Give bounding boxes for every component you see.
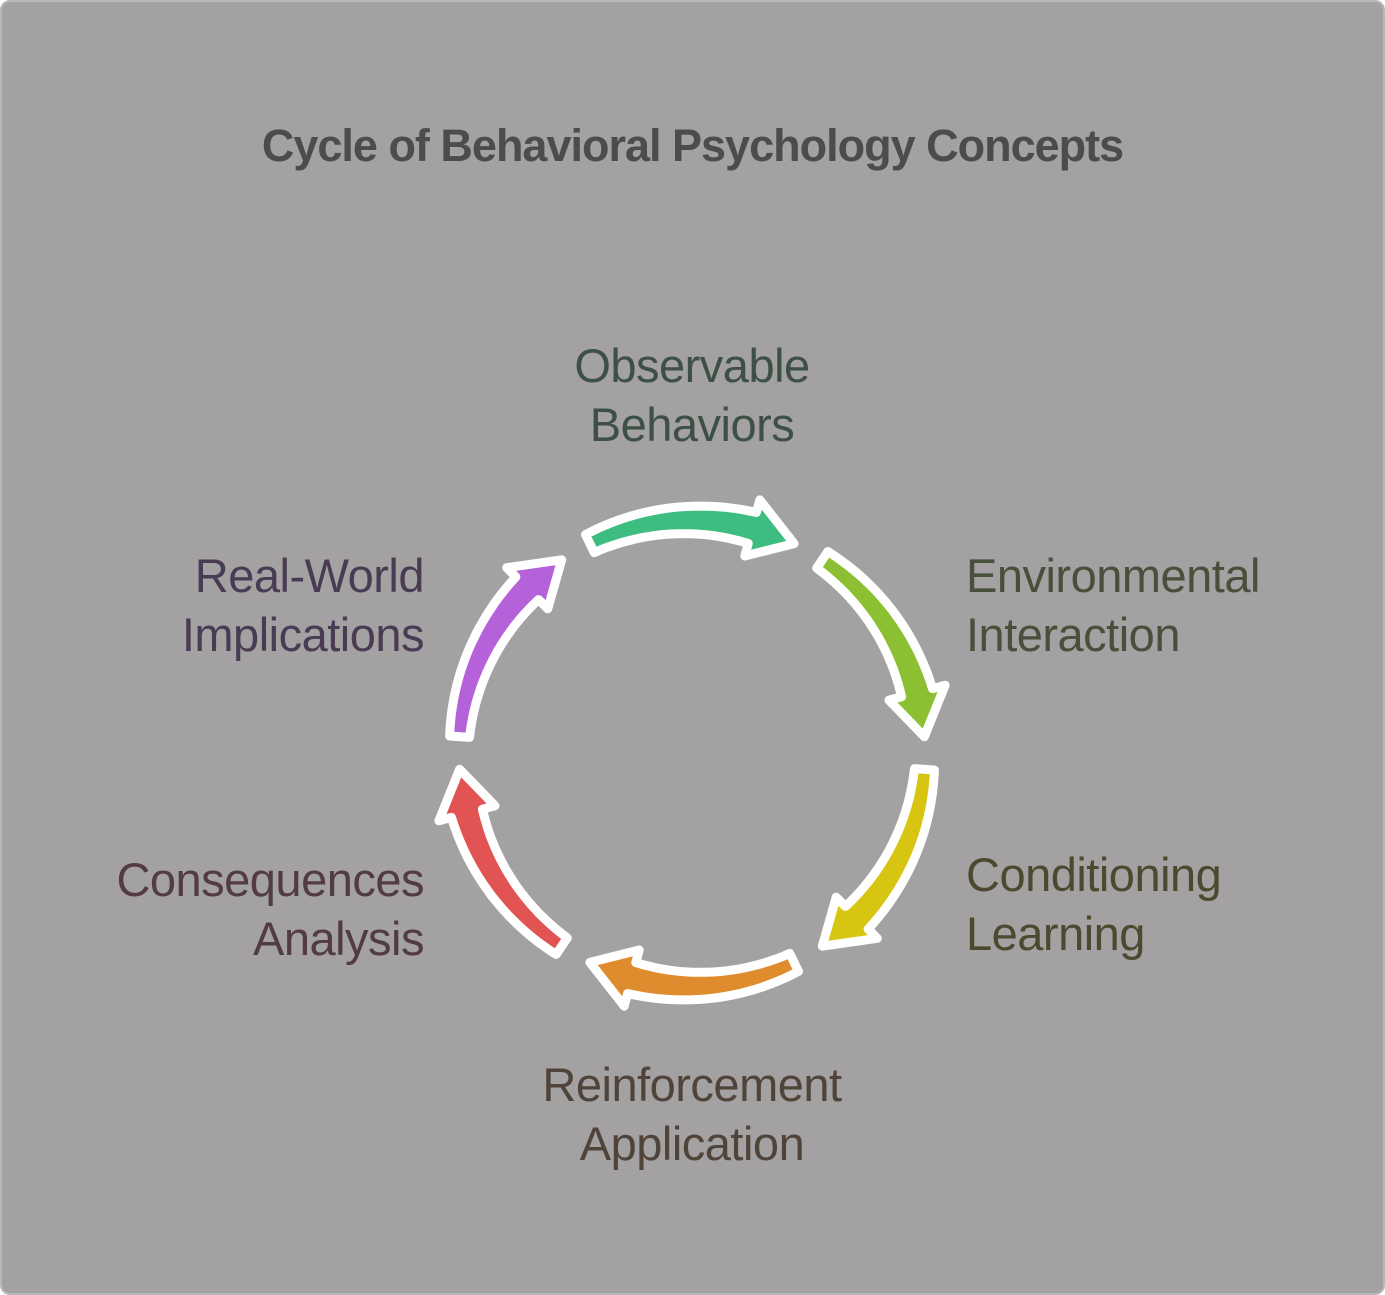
node-label-line: Interaction [966, 608, 1180, 661]
arrow-reinforcement-application [585, 945, 803, 1011]
node-label-line: Conditioning [966, 848, 1222, 901]
node-conditioning-learning: Conditioning Learning [966, 845, 1346, 963]
node-label-line: Implications [181, 608, 425, 661]
node-label-line: Consequences [116, 853, 424, 906]
arrow-real-world-implications [445, 555, 567, 742]
node-label-line: Learning [966, 907, 1145, 960]
arrow-conditioning-learning [817, 764, 939, 951]
arrow-consequences-analysis [434, 764, 572, 959]
node-environmental-interaction: Environmental Interaction [966, 546, 1346, 664]
diagram-title: Cycle of Behavioral Psychology Concepts [261, 120, 1124, 171]
arrow-environmental-interaction [812, 547, 950, 742]
node-label-line: Environmental [966, 549, 1260, 602]
node-label-line: Behaviors [589, 398, 795, 451]
arrow-observable-behaviors [581, 495, 799, 561]
node-label-line: Reinforcement [542, 1058, 842, 1111]
node-label-line: Real-World [194, 549, 425, 602]
node-observable-behaviors: Observable Behaviors [392, 336, 992, 454]
node-real-world-implications: Real-World Implications [62, 546, 425, 664]
node-reinforcement-application: Reinforcement Application [392, 1055, 992, 1173]
node-label-line: Analysis [252, 912, 425, 965]
node-label-line: Application [579, 1117, 805, 1170]
node-consequences-analysis: Consequences Analysis [62, 850, 424, 968]
node-label-line: Observable [574, 339, 810, 392]
